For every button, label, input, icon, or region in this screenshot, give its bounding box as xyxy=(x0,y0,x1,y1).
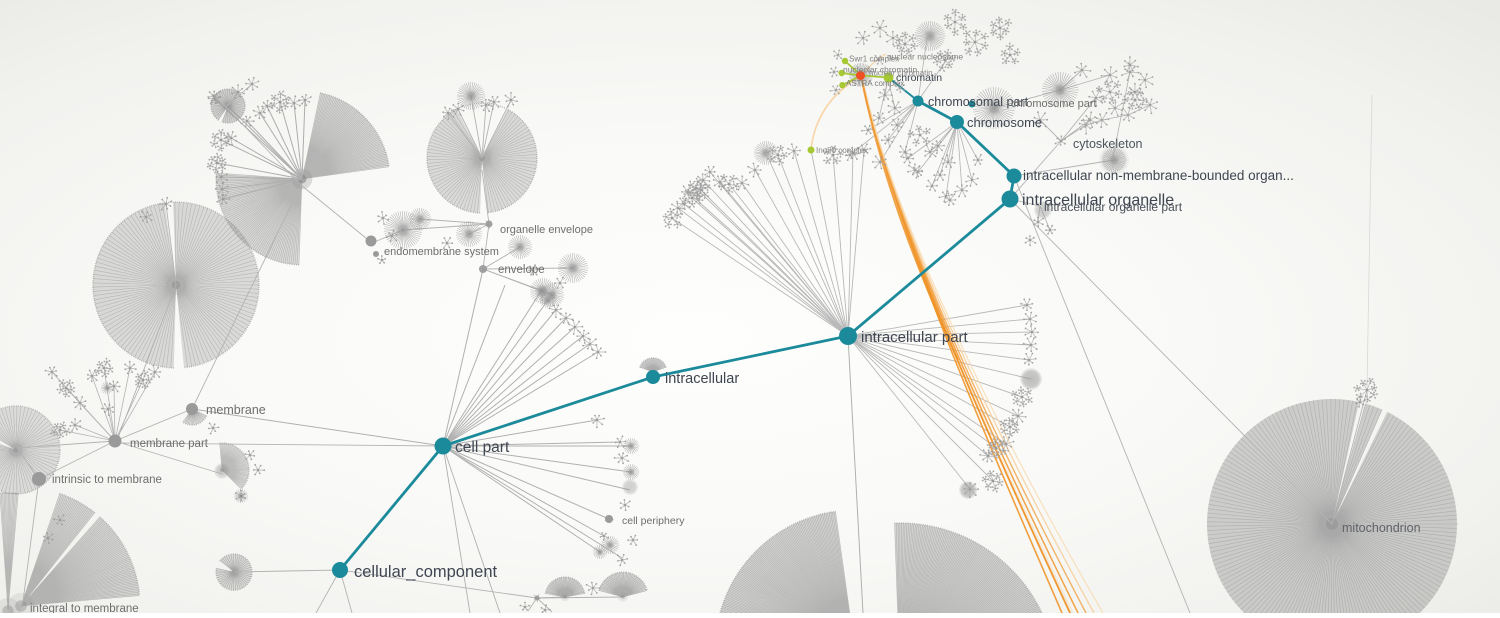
svg-text:Swr1 complex: Swr1 complex xyxy=(849,55,899,64)
svg-text:envelope: envelope xyxy=(498,264,545,276)
svg-text:membrane part: membrane part xyxy=(130,438,209,450)
svg-text:cell periphery: cell periphery xyxy=(622,515,685,527)
svg-text:organelle envelope: organelle envelope xyxy=(500,224,593,236)
svg-text:cytoskeleton: cytoskeleton xyxy=(1073,137,1143,151)
svg-text:integral to membrane: integral to membrane xyxy=(30,603,139,613)
svg-text:intracellular organelle: intracellular organelle xyxy=(1022,192,1174,209)
svg-text:intracellular: intracellular xyxy=(665,371,739,387)
svg-text:mitochondrion: mitochondrion xyxy=(1342,521,1421,535)
svg-text:chromosome: chromosome xyxy=(967,115,1042,130)
svg-text:nuclear chromatin: nuclear chromatin xyxy=(869,69,933,78)
svg-text:Ino80 complex: Ino80 complex xyxy=(816,146,868,155)
svg-text:chromatin: chromatin xyxy=(896,72,942,84)
svg-text:intracellular non-membrane-bou: intracellular non-membrane-bounded organ… xyxy=(1023,168,1294,183)
svg-text:intracellular organelle part: intracellular organelle part xyxy=(1044,200,1183,214)
svg-text:chromosomal part: chromosomal part xyxy=(928,95,1029,109)
svg-text:endomembrane system: endomembrane system xyxy=(384,246,499,258)
svg-text:cell part: cell part xyxy=(455,439,510,456)
svg-text:chromosome part: chromosome part xyxy=(1011,98,1097,110)
svg-text:intrinsic to membrane: intrinsic to membrane xyxy=(52,474,162,486)
svg-text:nucleolar chromatin: nucleolar chromatin xyxy=(843,65,917,75)
svg-text:nuclear nucleosome: nuclear nucleosome xyxy=(887,52,963,62)
svg-text:membrane: membrane xyxy=(206,403,266,417)
svg-text:cellular_component: cellular_component xyxy=(354,563,498,581)
svg-text:ASTRA complex: ASTRA complex xyxy=(846,79,904,88)
svg-text:intracellular part: intracellular part xyxy=(861,329,969,346)
